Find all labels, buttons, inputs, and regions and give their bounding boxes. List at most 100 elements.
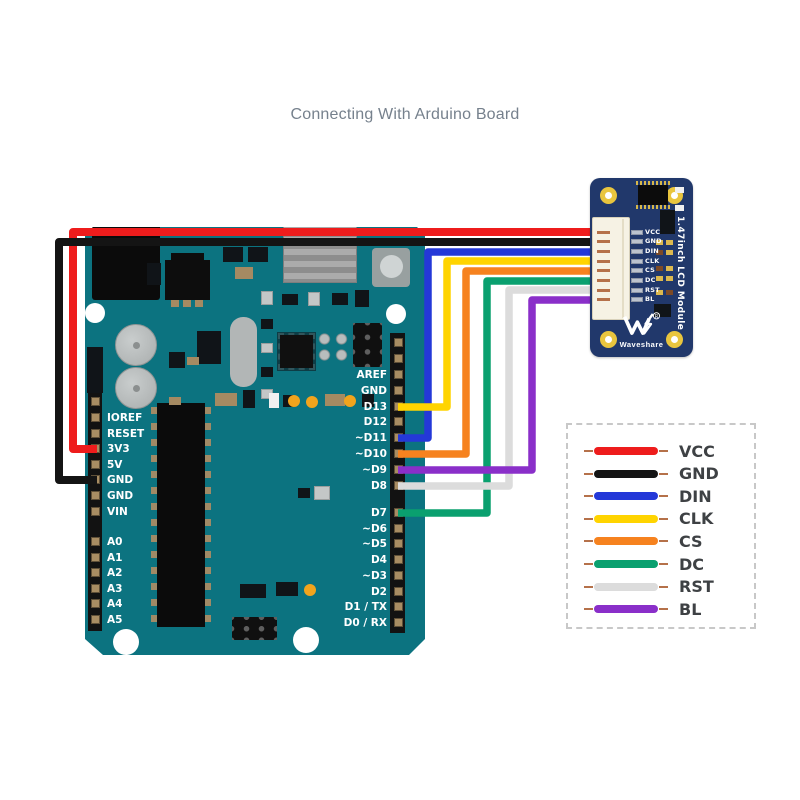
smd-component xyxy=(654,304,671,317)
smd-component xyxy=(656,266,663,271)
lcd-mounting-hole xyxy=(600,331,617,348)
lcd-mounting-hole xyxy=(666,331,683,348)
smd-component xyxy=(169,397,181,405)
wire-crimp-tip xyxy=(597,279,610,283)
wire-crimp-tip xyxy=(597,240,610,244)
header-pin-pad xyxy=(91,397,100,406)
legend-wire-swatch xyxy=(594,447,658,455)
smd-component xyxy=(276,582,298,596)
legend-row: DIN xyxy=(584,485,770,507)
smd-component xyxy=(666,276,673,281)
smd-component xyxy=(187,357,199,365)
led-indicator xyxy=(344,395,356,407)
regulator-leg xyxy=(183,300,191,307)
pin-label-vin: VIN xyxy=(107,505,128,518)
legend-label-cs: CS xyxy=(679,531,703,551)
pin-label-d7: D7 xyxy=(370,507,387,519)
wire-crimp-tip xyxy=(597,230,610,234)
usb-connector xyxy=(283,227,357,283)
lcd-pin-pad xyxy=(631,278,643,284)
header-pin-pad xyxy=(91,506,100,516)
led-indicator xyxy=(306,396,318,408)
wire-crimp-tip xyxy=(597,259,610,263)
lcd-pin-pad xyxy=(631,239,643,245)
pin-label-a2: A2 xyxy=(107,567,123,580)
lcd-pin-label-dc: DC xyxy=(645,276,656,285)
test-pads xyxy=(316,331,350,364)
smd-component xyxy=(355,290,369,307)
legend-label-rst: RST xyxy=(679,577,714,597)
legend-wire-swatch xyxy=(594,582,658,591)
regulator-leg xyxy=(171,300,179,307)
pin-label-5v: 5V xyxy=(107,458,123,471)
header-pin-pad xyxy=(394,338,403,347)
legend-wire-swatch xyxy=(594,560,658,568)
smd-component xyxy=(147,263,161,285)
wire-tip xyxy=(659,585,668,588)
wire-tip xyxy=(659,450,668,452)
wire-tip xyxy=(584,495,593,498)
lcd-driver-ic xyxy=(638,185,668,205)
pin-label-gnd: GND xyxy=(360,384,387,397)
ic-pins xyxy=(636,181,670,185)
header-pin-pad xyxy=(394,602,403,612)
smd-component xyxy=(332,293,348,305)
pin-label-d10: ~D10 xyxy=(354,448,387,460)
legend-wire-swatch xyxy=(594,514,658,523)
wire-tip xyxy=(584,472,593,475)
header-pin-pad xyxy=(91,583,100,593)
smd-component xyxy=(325,394,345,406)
header-pin-pad xyxy=(91,537,100,546)
legend-row: GND xyxy=(584,463,770,485)
lcd-pin-label-bl: BL xyxy=(645,295,655,304)
legend-wire-swatch xyxy=(594,605,658,614)
legend-label-dc: DC xyxy=(679,554,705,574)
smd-component xyxy=(675,187,684,193)
wire-crimp-tip xyxy=(597,249,610,253)
smd-component xyxy=(675,205,684,211)
wire-tip xyxy=(659,540,668,543)
crystal-oscillator xyxy=(230,317,257,387)
header-pin-pad xyxy=(91,428,100,438)
wire-vcc-3v3 xyxy=(69,228,592,453)
reset-button xyxy=(372,248,410,287)
diagram-title: Connecting With Arduino Board xyxy=(290,106,520,123)
header-pin-pad xyxy=(394,539,403,549)
pin-label-a1: A1 xyxy=(107,551,123,564)
legend-label-clk: CLK xyxy=(679,509,714,529)
lcd-pin-label-rst: RST xyxy=(645,285,660,294)
smd-component xyxy=(298,488,310,498)
smd-component xyxy=(666,266,673,271)
legend-wire-swatch xyxy=(594,537,658,546)
legend-row: CS xyxy=(584,530,770,552)
header-pin-pad xyxy=(91,552,100,562)
legend-wire-swatch xyxy=(594,469,658,478)
wire-tip xyxy=(659,472,668,475)
smd-component xyxy=(261,319,273,329)
capacitor xyxy=(115,324,157,366)
header-pin-pad xyxy=(394,570,403,580)
wire-tip xyxy=(659,563,668,565)
header-pin-pad xyxy=(394,417,403,427)
pin-label-ioref: IOREF xyxy=(107,412,143,424)
smd-component xyxy=(197,331,221,364)
lcd-pin-label-vcc: VCC xyxy=(645,227,661,236)
wire-crimp-tip xyxy=(597,269,610,273)
smd-component xyxy=(362,394,374,407)
pin-label-d8: D8 xyxy=(370,479,387,492)
svg-text:R: R xyxy=(655,314,659,320)
legend-row: BL xyxy=(584,598,770,620)
smd-component xyxy=(87,347,103,393)
atmega-dip-chip xyxy=(151,403,211,627)
header-pin-pad xyxy=(91,568,100,578)
smd-component xyxy=(656,276,663,281)
header-pin-pad xyxy=(91,491,100,500)
lcd-pin-label-clk: CLK xyxy=(645,256,660,265)
wire-cs-d10 xyxy=(398,267,592,458)
dip-pins xyxy=(205,407,211,623)
legend-row: DC xyxy=(584,553,770,575)
ic-pins xyxy=(636,205,670,209)
lcd-pin-label-gnd: GND xyxy=(645,237,662,246)
